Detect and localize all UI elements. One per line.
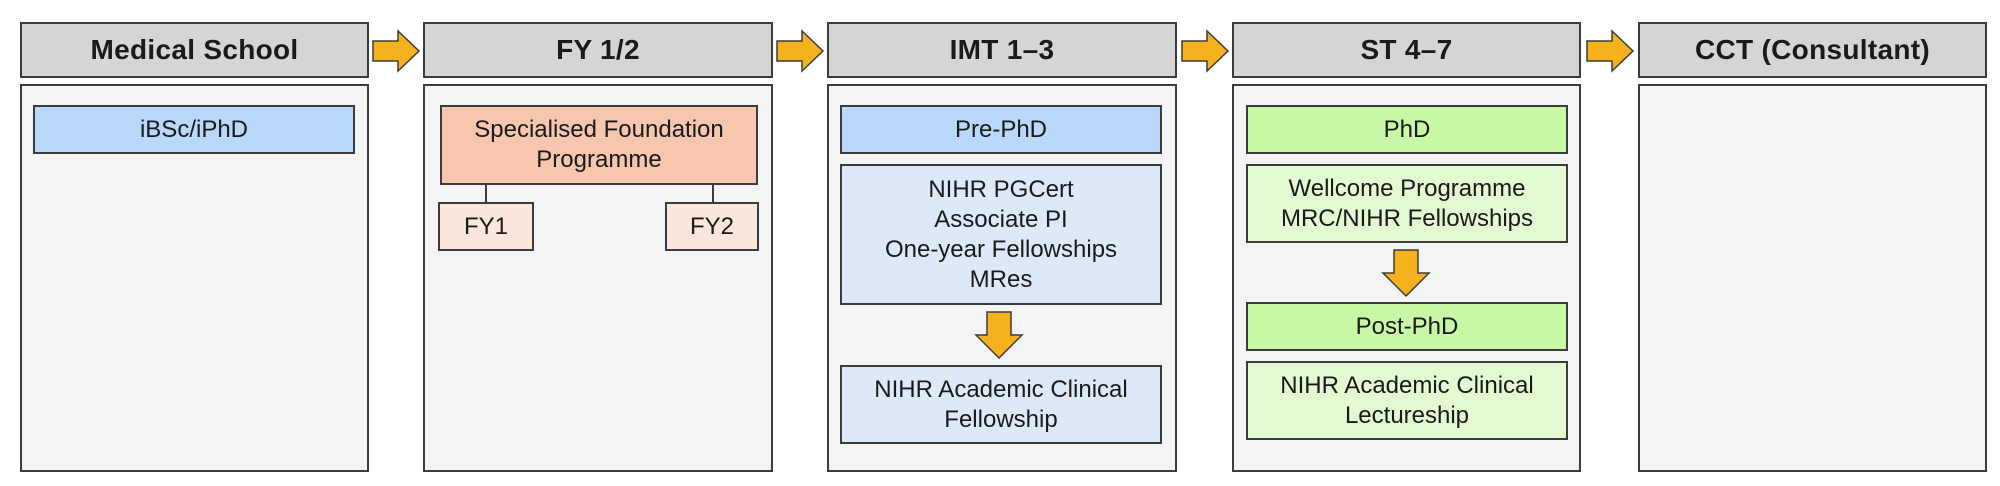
box-label: NIHR PGCert Associate PI One-year Fellow…	[884, 175, 1118, 293]
stage-title: CCT (Consultant)	[1695, 34, 1930, 65]
stage-title: IMT 1–3	[949, 34, 1055, 65]
stage-panel-cct	[1638, 84, 1987, 472]
right-arrow-icon	[372, 29, 421, 73]
box-label: iBSc/iPhD	[139, 115, 249, 143]
connector-line	[485, 185, 487, 202]
fellowships-box: Wellcome Programme MRC/NIHR Fellowships	[1246, 164, 1568, 243]
stage-header-fy: FY 1/2	[423, 22, 773, 78]
stage-title: ST 4–7	[1360, 34, 1453, 65]
box-label: NIHR Academic Clinical Fellowship	[874, 375, 1128, 433]
down-arrow-icon	[974, 311, 1024, 360]
box-label: Post-PhD	[1355, 312, 1459, 340]
stage-title: Medical School	[90, 34, 299, 65]
right-arrow-icon	[776, 29, 825, 73]
phd-box: PhD	[1246, 105, 1568, 154]
connector-line	[712, 185, 714, 202]
box-label: FY2	[689, 212, 734, 240]
right-arrow-icon	[1586, 29, 1635, 73]
box-label: FY1	[463, 212, 508, 240]
fy1-box: FY1	[438, 202, 534, 251]
stage-header-medical-school: Medical School	[20, 22, 369, 78]
box-label: Pre-PhD	[954, 115, 1048, 143]
ibsc-iphd-box: iBSc/iPhD	[33, 105, 355, 154]
box-label: Specialised Foundation Programme	[474, 116, 724, 173]
stage-header-cct: CCT (Consultant)	[1638, 22, 1987, 78]
stage-header-st: ST 4–7	[1232, 22, 1581, 78]
nihr-schemes-box: NIHR PGCert Associate PI One-year Fellow…	[840, 164, 1162, 305]
box-label: Wellcome Programme MRC/NIHR Fellowships	[1280, 174, 1534, 232]
stage-header-imt: IMT 1–3	[827, 22, 1177, 78]
down-arrow-icon	[1381, 249, 1431, 298]
box-label: PhD	[1383, 115, 1431, 143]
box-label: NIHR Academic Clinical Lectureship	[1280, 371, 1534, 429]
stage-title: FY 1/2	[556, 34, 640, 65]
academic-clinical-lectureship-box: NIHR Academic Clinical Lectureship	[1246, 361, 1568, 440]
pre-phd-box: Pre-PhD	[840, 105, 1162, 154]
fy2-box: FY2	[665, 202, 759, 251]
specialised-foundation-box: Specialised Foundation Programme	[440, 105, 758, 185]
right-arrow-icon	[1181, 29, 1230, 73]
post-phd-box: Post-PhD	[1246, 302, 1568, 351]
academic-clinical-fellowship-box: NIHR Academic Clinical Fellowship	[840, 365, 1162, 444]
